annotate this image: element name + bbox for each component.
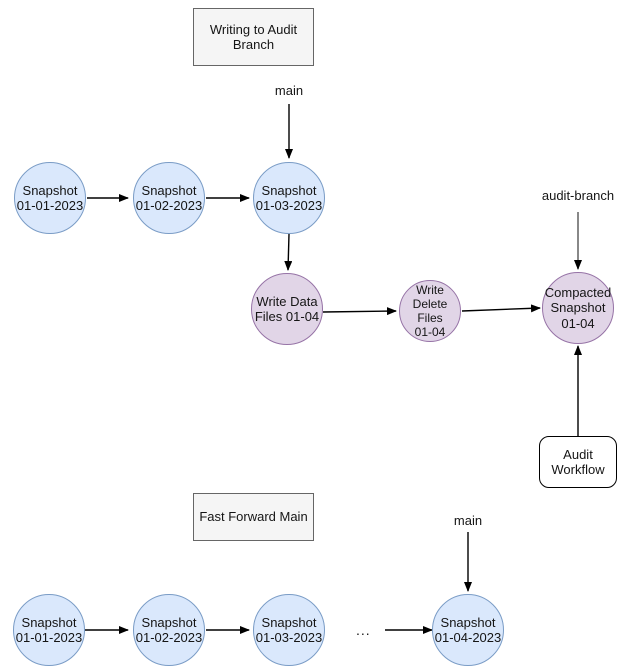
section-label-fast-forward-main: Fast Forward Main xyxy=(193,493,314,541)
node-write-data-files-01-04[interactable]: Write Data Files 01-04 xyxy=(251,273,323,345)
node-label: Snapshot 01-02-2023 xyxy=(135,182,203,213)
node-label: Snapshot 01-03-2023 xyxy=(255,182,323,213)
node-label: Snapshot 01-04-2023 xyxy=(434,614,502,645)
edge-write-data-to-write-delete xyxy=(322,307,397,316)
section-label-text: Fast Forward Main xyxy=(199,509,308,525)
node-label: Write Delete Files 01-04 xyxy=(412,282,448,340)
node-label: Snapshot 01-02-2023 xyxy=(135,614,203,645)
edge-label-audit-branch: audit-branch xyxy=(541,188,615,203)
node-snapshot-01-02-2023-bottom[interactable]: Snapshot 01-02-2023 xyxy=(133,594,205,666)
edge-label-main-bottom: main xyxy=(453,513,483,528)
node-compacted-snapshot-01-04[interactable]: Compacted Snapshot 01-04 xyxy=(542,272,614,344)
node-label: Compacted Snapshot 01-04 xyxy=(544,285,612,331)
node-audit-workflow[interactable]: Audit Workflow xyxy=(539,436,617,488)
edge-snapshot-0103-to-write-data-files xyxy=(284,233,293,271)
edge-write-delete-to-compacted xyxy=(461,304,541,313)
node-label: Snapshot 01-03-2023 xyxy=(255,614,323,645)
node-label: Snapshot 01-01-2023 xyxy=(15,614,83,645)
node-snapshot-01-01-2023-top[interactable]: Snapshot 01-01-2023 xyxy=(14,162,86,234)
node-label: Write Data Files 01-04 xyxy=(254,293,320,324)
node-write-delete-files-01-04[interactable]: Write Delete Files 01-04 xyxy=(399,280,461,342)
node-snapshot-01-04-2023-bottom[interactable]: Snapshot 01-04-2023 xyxy=(432,594,504,666)
node-snapshot-01-01-2023-bottom[interactable]: Snapshot 01-01-2023 xyxy=(13,594,85,666)
ellipsis-indicator: ... xyxy=(356,622,371,638)
section-label-writing-to-audit-branch: Writing to Audit Branch xyxy=(193,8,314,66)
node-label: Snapshot 01-01-2023 xyxy=(16,182,84,213)
node-snapshot-01-03-2023-bottom[interactable]: Snapshot 01-03-2023 xyxy=(253,594,325,666)
node-snapshot-01-03-2023-top[interactable]: Snapshot 01-03-2023 xyxy=(253,162,325,234)
edge-label-main-top: main xyxy=(274,83,304,98)
node-label: Audit Workflow xyxy=(551,446,605,477)
section-label-text: Writing to Audit Branch xyxy=(209,21,298,52)
node-snapshot-01-02-2023-top[interactable]: Snapshot 01-02-2023 xyxy=(133,162,205,234)
